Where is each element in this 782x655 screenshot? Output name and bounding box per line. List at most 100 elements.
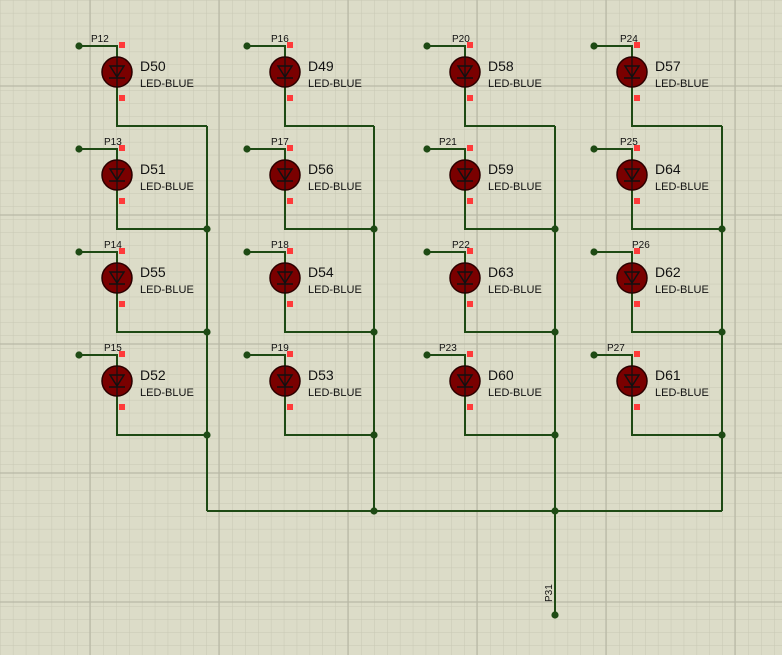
wire	[631, 396, 722, 436]
cathode-pad	[119, 95, 125, 101]
anode-pad	[119, 351, 125, 357]
led-type: LED-BLUE	[655, 387, 709, 399]
wire	[247, 251, 286, 263]
wire	[116, 87, 207, 127]
led-name: D52	[140, 367, 166, 383]
pin-terminal-dot	[590, 351, 598, 359]
wire	[631, 293, 722, 333]
led-type: LED-BLUE	[655, 78, 709, 90]
pin-label: P14	[104, 240, 122, 251]
pin-terminal-dot	[590, 248, 598, 256]
pin-label: P13	[104, 137, 122, 148]
led-type: LED-BLUE	[488, 284, 542, 296]
wire	[427, 251, 466, 263]
led-type: LED-BLUE	[140, 284, 194, 296]
led-name: D61	[655, 367, 681, 383]
pin-label: P17	[271, 137, 289, 148]
junction-dot	[370, 507, 378, 515]
led-name: D56	[308, 161, 334, 177]
cathode-pad	[119, 301, 125, 307]
pin-label: P19	[271, 343, 289, 354]
pin-terminal-dot	[243, 248, 251, 256]
led-name: D57	[655, 58, 681, 74]
common-pin: P31	[544, 584, 555, 602]
pin-terminal-dot	[243, 42, 251, 50]
led-name: D54	[308, 264, 334, 280]
anode-pad	[634, 145, 640, 151]
wire	[79, 148, 118, 160]
wire	[464, 190, 555, 230]
led-type: LED-BLUE	[488, 181, 542, 193]
wire	[594, 45, 633, 57]
wire	[427, 148, 466, 160]
pin-label: P26	[632, 240, 650, 251]
wire	[116, 190, 207, 230]
cathode-pad	[467, 198, 473, 204]
cathode-pad	[634, 95, 640, 101]
pin-label: P25	[620, 137, 638, 148]
anode-pad	[467, 42, 473, 48]
pin-label: P24	[620, 34, 638, 45]
pin-label: P20	[452, 34, 470, 45]
led-type: LED-BLUE	[140, 78, 194, 90]
led-name: D53	[308, 367, 334, 383]
pin-terminal-dot	[75, 145, 83, 153]
wire	[464, 293, 555, 333]
anode-pad	[119, 145, 125, 151]
wire	[284, 396, 374, 436]
wire	[116, 396, 207, 436]
pin-label: P21	[439, 137, 457, 148]
wire	[247, 45, 286, 57]
anode-pad	[287, 42, 293, 48]
pin-terminal-dot	[590, 42, 598, 50]
pin-label: P23	[439, 343, 457, 354]
led-name: D58	[488, 58, 514, 74]
led-type: LED-BLUE	[655, 284, 709, 296]
pin-terminal-dot	[423, 42, 431, 50]
cathode-pad	[287, 404, 293, 410]
wire	[79, 354, 118, 366]
wire	[594, 148, 633, 160]
wire	[116, 293, 207, 333]
wire	[631, 190, 722, 230]
pin-label: P16	[271, 34, 289, 45]
common-pin-label: P31	[544, 584, 555, 602]
pin-terminal-dot	[243, 145, 251, 153]
pin-terminal-dot	[551, 611, 559, 619]
led-type: LED-BLUE	[308, 387, 362, 399]
wire	[247, 354, 286, 366]
pin-label: P27	[607, 343, 625, 354]
pin-terminal-dot	[75, 248, 83, 256]
wires	[75, 42, 726, 619]
led-type: LED-BLUE	[140, 181, 194, 193]
cathode-pad	[119, 198, 125, 204]
pin-terminal-dot	[75, 42, 83, 50]
led-name: D49	[308, 58, 334, 74]
wire	[284, 190, 374, 230]
wire	[631, 87, 722, 127]
cathode-pad	[634, 404, 640, 410]
cathode-pad	[287, 95, 293, 101]
led-name: D62	[655, 264, 681, 280]
led-name: D60	[488, 367, 514, 383]
led-type: LED-BLUE	[488, 78, 542, 90]
